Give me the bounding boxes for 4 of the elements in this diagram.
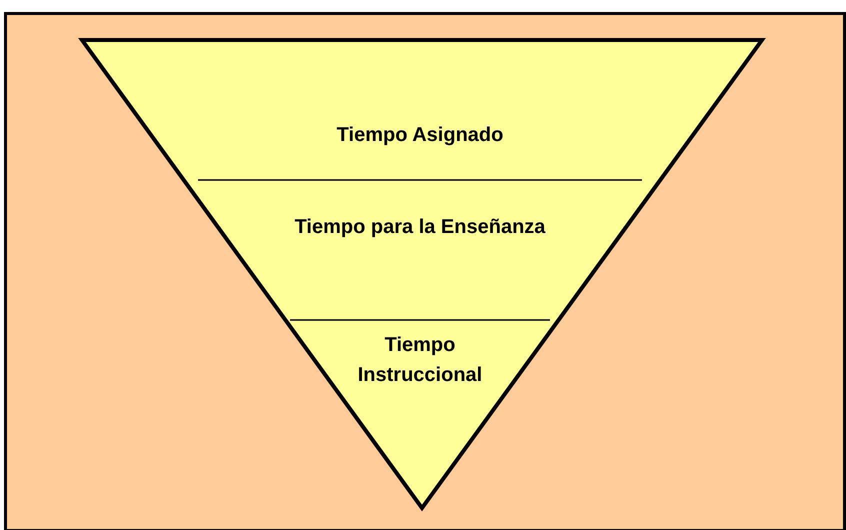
band-label: Tiempo Instruccional (356, 333, 484, 388)
band-label: Tiempo para la Enseñanza (294, 215, 546, 240)
band-label: Tiempo Asignado (336, 123, 504, 148)
middle-band (184, 180, 660, 320)
